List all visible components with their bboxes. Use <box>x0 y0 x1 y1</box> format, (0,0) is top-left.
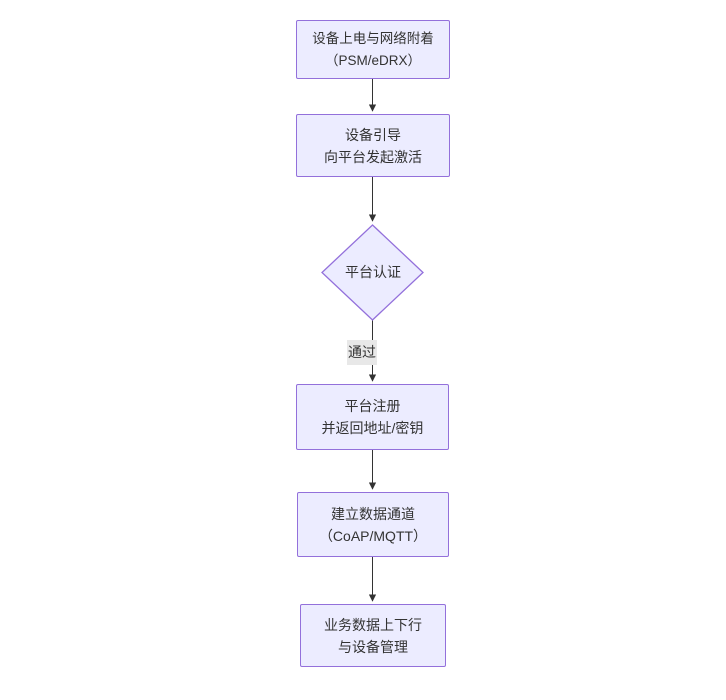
node-business-data: 业务数据上下行 与设备管理 <box>300 604 446 667</box>
node-data-channel-line2: （CoAP/MQTT） <box>318 527 428 544</box>
node-bootstrap: 设备引导 向平台发起激活 <box>296 114 450 177</box>
node-power-attach-line2: （PSM/eDRX） <box>324 52 422 68</box>
node-platform-register: 平台注册 并返回地址/密钥 <box>296 384 449 450</box>
node-platform-auth-label: 平台认证 <box>345 264 401 280</box>
node-platform-register-line2: 并返回地址/密钥 <box>321 420 424 436</box>
node-data-channel: 建立数据通道 （CoAP/MQTT） <box>297 492 449 557</box>
node-platform-register-line1: 平台注册 <box>344 398 401 414</box>
decision-diamond-platform-auth <box>321 224 424 321</box>
node-power-attach: 设备上电与网络附着 （PSM/eDRX） <box>296 20 450 79</box>
node-power-attach-line1: 设备上电与网络附着 <box>312 30 434 46</box>
node-business-data-line2: 与设备管理 <box>338 638 408 655</box>
node-bootstrap-line1: 设备引导 <box>345 126 401 143</box>
edge-label-pass: 通过 <box>347 340 377 365</box>
node-business-data-line1: 业务数据上下行 <box>324 616 422 633</box>
node-bootstrap-line2: 向平台发起激活 <box>324 148 422 165</box>
node-data-channel-line1: 建立数据通道 <box>331 505 415 522</box>
